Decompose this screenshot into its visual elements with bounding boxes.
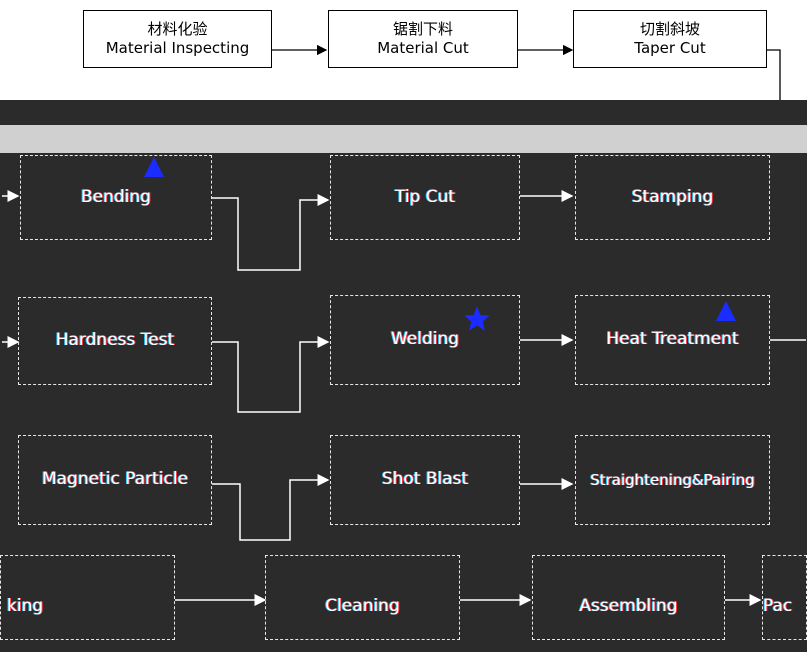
middle-band (0, 125, 807, 153)
arrow-hardness-to-welding (212, 336, 330, 413)
step-label-en: Stamping (631, 186, 714, 207)
step-label-en: king (7, 595, 44, 616)
step-label-en: Welding (390, 329, 460, 350)
step-label-cn: 锯割下料 (392, 20, 453, 39)
step-label-en: Tip Cut (394, 186, 456, 207)
arrow-bending-to-tipcut (212, 194, 330, 271)
triangle-marker-icon (716, 301, 736, 321)
step-tip-cut: Tip Cut (330, 155, 520, 240)
step-assembling: Assembling (532, 555, 725, 640)
step-heat-treatment: Heat Treatment (575, 295, 770, 385)
step-hardness-test: Hardness Test (18, 297, 212, 385)
step-label-en: Bending (81, 186, 151, 207)
step-bending: Bending (20, 155, 212, 240)
step-label-cn: 切割斜坡 (639, 20, 700, 39)
step-label-en: Material Cut (377, 39, 469, 57)
step-marking: king (0, 555, 175, 640)
step-stamping: Stamping (575, 155, 770, 240)
step-welding: Welding (330, 295, 520, 385)
step-label-en: Magnetic Particle (41, 469, 189, 490)
step-shot-blast: Shot Blast (330, 435, 520, 525)
step-label-en: Pac (763, 595, 793, 616)
step-material-cut: 锯割下料 Material Cut (328, 10, 518, 68)
step-label-en: Hardness Test (55, 330, 175, 351)
step-straightening-pairing: Straightening&Pairing (575, 435, 770, 525)
arrow-taper-down (767, 49, 781, 100)
triangle-marker-icon (144, 157, 164, 177)
step-cleaning: Cleaning (265, 555, 460, 640)
star-marker-icon (464, 306, 490, 331)
step-label-en: Taper Cut (634, 39, 706, 57)
step-label-cn: 材料化验 (147, 20, 208, 39)
step-label-en: Material Inspecting (105, 39, 250, 57)
step-taper-cut: 切割斜坡 Taper Cut (573, 10, 767, 68)
step-label-en: Straightening&Pairing (590, 470, 755, 489)
step-label-en: Assembling (579, 595, 678, 616)
step-packing: Pac (762, 555, 807, 640)
step-material-inspecting: 材料化验 Material Inspecting (83, 10, 272, 68)
arrow-magnetic-to-shotblast (212, 474, 330, 541)
step-label-en: Heat Treatment (606, 329, 739, 350)
step-label-en: Shot Blast (381, 469, 469, 490)
step-magnetic-particle: Magnetic Particle (18, 435, 212, 525)
step-label-en: Cleaning (325, 595, 400, 616)
